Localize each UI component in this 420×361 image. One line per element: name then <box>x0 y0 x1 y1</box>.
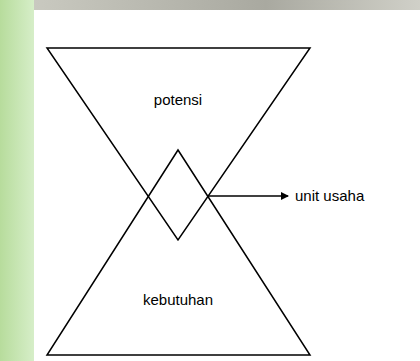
triangle-shape <box>47 150 310 355</box>
callout-label: unit usaha <box>295 187 364 205</box>
triangle-outline <box>47 48 310 240</box>
triangle-shape <box>47 48 310 240</box>
upright-triangle: kebutuhan <box>47 150 310 355</box>
node-label: kebutuhan <box>143 291 213 309</box>
triangle-outline <box>47 150 310 355</box>
node-label: potensi <box>154 91 202 109</box>
photo-band <box>34 0 420 10</box>
inverted-triangle: potensi <box>47 48 310 240</box>
slide-panel <box>34 10 420 361</box>
